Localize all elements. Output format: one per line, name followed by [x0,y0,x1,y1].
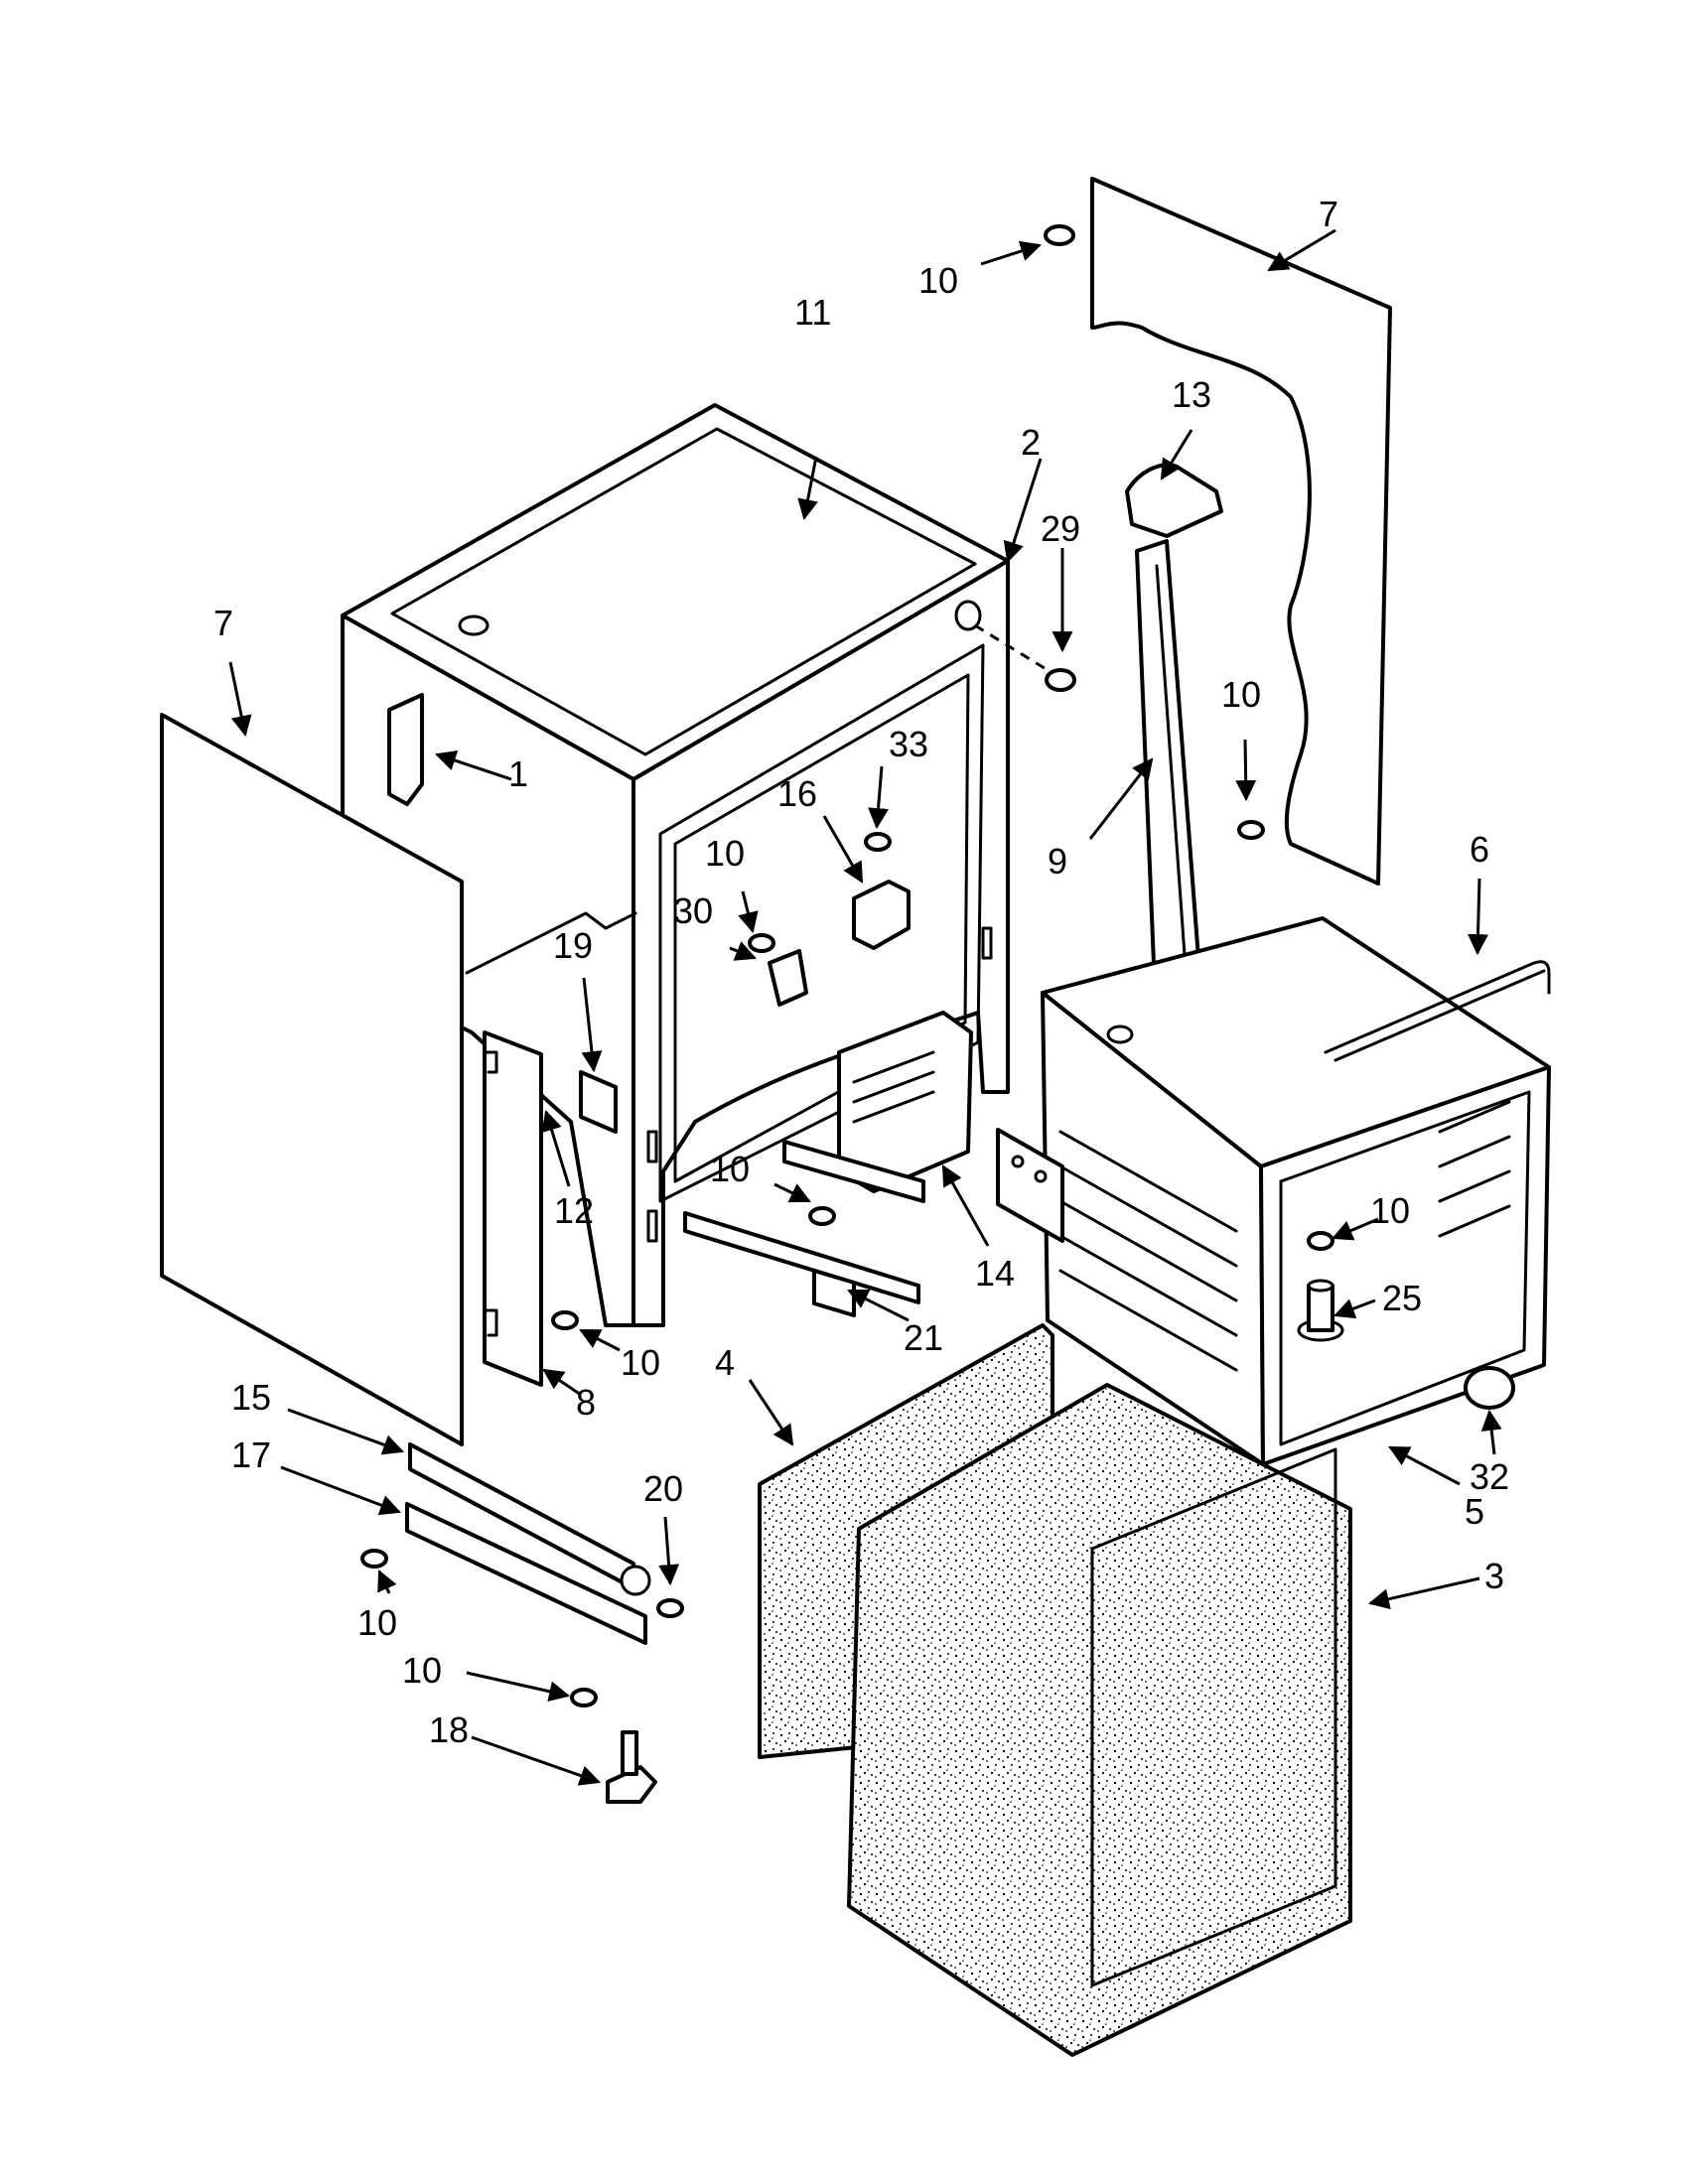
callout-7-side: 7 [213,603,233,643]
clip-part-30 [768,949,808,1007]
callout-15: 15 [231,1377,271,1418]
screw-parts [360,224,1334,1707]
callout-10-top: 10 [918,260,958,301]
callout-3: 3 [1484,1556,1504,1596]
callout-20: 20 [643,1468,683,1509]
callout-11: 11 [794,292,831,333]
callout-17: 17 [231,1434,271,1475]
callout-33: 33 [889,724,928,764]
callout-1: 1 [508,753,528,794]
callout-10-rail: 10 [710,1149,750,1189]
support-rail [782,1140,925,1203]
front-brace [483,1030,543,1387]
support-rail-lower [683,1211,920,1304]
leveling-leg [606,1730,657,1804]
leader-lines [228,228,1502,1786]
callout-9: 9 [1048,841,1067,882]
oven-liner [1041,916,1551,1466]
callout-12: 12 [554,1190,594,1231]
callout-25: 25 [1382,1278,1422,1318]
callout-5: 5 [1465,1491,1484,1532]
callout-10-duct: 10 [1221,674,1261,715]
plug-button [1464,1366,1515,1410]
cabinet-top-hole [458,614,490,636]
hinge-receptacle [852,880,911,950]
callout-10-foot-b: 10 [402,1650,442,1691]
side-panel [160,713,464,1446]
callout-10-foot-a: 10 [357,1602,397,1643]
callout-10-brace: 10 [621,1342,660,1383]
light-socket [1297,1279,1344,1342]
callout-2: 2 [1021,422,1041,463]
callout-13: 13 [1172,374,1211,415]
callout-10-frame: 10 [705,833,745,874]
callout-30: 30 [673,890,713,931]
side-rail-lower [405,1502,647,1645]
callout-29: 29 [1041,508,1080,549]
callout-7-rear: 7 [1319,194,1338,234]
callout-19: 19 [553,925,593,966]
callout-8: 8 [576,1382,596,1423]
callout-18: 18 [429,1709,469,1750]
callout-14: 14 [975,1253,1015,1294]
rack-supports-left [1058,1130,1238,1372]
bracket-part-1 [387,693,424,806]
callout-6: 6 [1470,829,1489,870]
top-flue-bracket [1125,463,1223,538]
callout-10-liner: 10 [1370,1190,1410,1231]
callout-4: 4 [715,1342,735,1383]
rear-panel [1090,177,1392,886]
callout-16: 16 [777,773,817,814]
callout-32: 32 [1470,1456,1509,1497]
callout-21: 21 [904,1317,943,1358]
bake-element [1324,960,1551,1054]
bracket-part-19 [579,1070,618,1134]
insulation-blanket-front [847,1383,1352,2057]
callout-labels: 1 2 3 4 5 6 7 7 8 9 10 10 10 10 10 10 10… [213,194,1509,1750]
rack-supports-right [1438,1100,1511,1238]
